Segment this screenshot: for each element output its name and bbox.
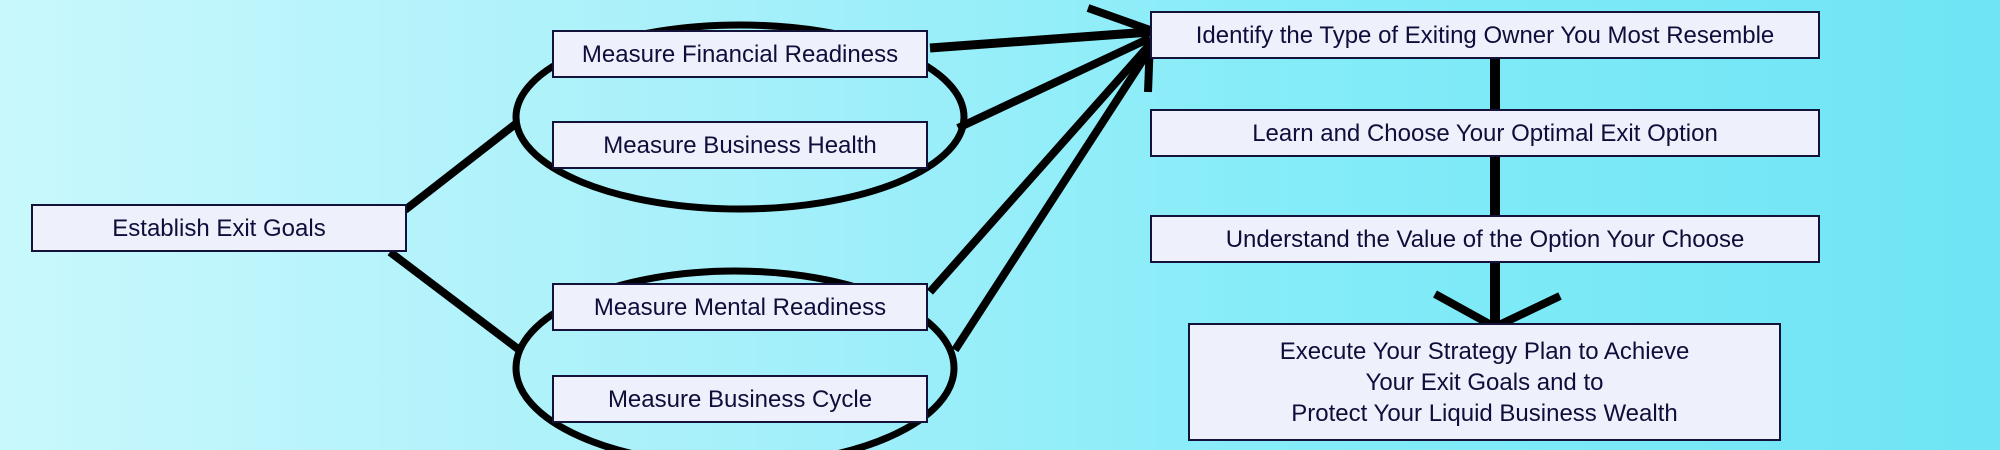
- bottom-group-ellipse: [512, 267, 958, 450]
- arrowhead-execute-right: [1495, 292, 1562, 330]
- node-measure-business-health: Measure Business Health: [552, 121, 928, 169]
- top-group-ellipse: [512, 21, 968, 213]
- connector-goals-to-top-group: [402, 118, 521, 214]
- node-learn-choose-option: Learn and Choose Your Optimal Exit Optio…: [1150, 109, 1820, 157]
- execute-plan-line-1: Execute Your Strategy Plan to Achieve: [1279, 337, 1690, 365]
- connector-financial-to-identify: [929, 27, 1151, 53]
- execute-plan-line-3: Protect Your Liquid Business Wealth: [1291, 399, 1678, 427]
- node-measure-business-cycle: Measure Business Cycle: [552, 375, 928, 423]
- node-measure-mental-readiness: Measure Mental Readiness: [552, 283, 928, 331]
- node-establish-exit-goals: Establish Exit Goals: [31, 204, 407, 252]
- arrowhead-identify-lower: [1144, 39, 1154, 93]
- node-understand-value: Understand the Value of the Option Your …: [1150, 215, 1820, 263]
- connector-mental-to-identify: [927, 39, 1155, 295]
- node-measure-financial-readiness: Measure Financial Readiness: [552, 30, 928, 78]
- connector-health-to-identify: [956, 34, 1152, 132]
- node-execute-plan: Execute Your Strategy Plan to Achieve Yo…: [1188, 323, 1781, 441]
- connector-goals-to-bottom-group: [387, 248, 525, 356]
- connector-cycle-to-identify: [951, 43, 1156, 353]
- execute-plan-line-2: Your Exit Goals and to: [1365, 368, 1604, 396]
- arrowhead-identify-upper: [1086, 4, 1152, 34]
- arrowhead-execute-left: [1433, 290, 1495, 330]
- node-identify-owner-type: Identify the Type of Exiting Owner You M…: [1150, 11, 1820, 59]
